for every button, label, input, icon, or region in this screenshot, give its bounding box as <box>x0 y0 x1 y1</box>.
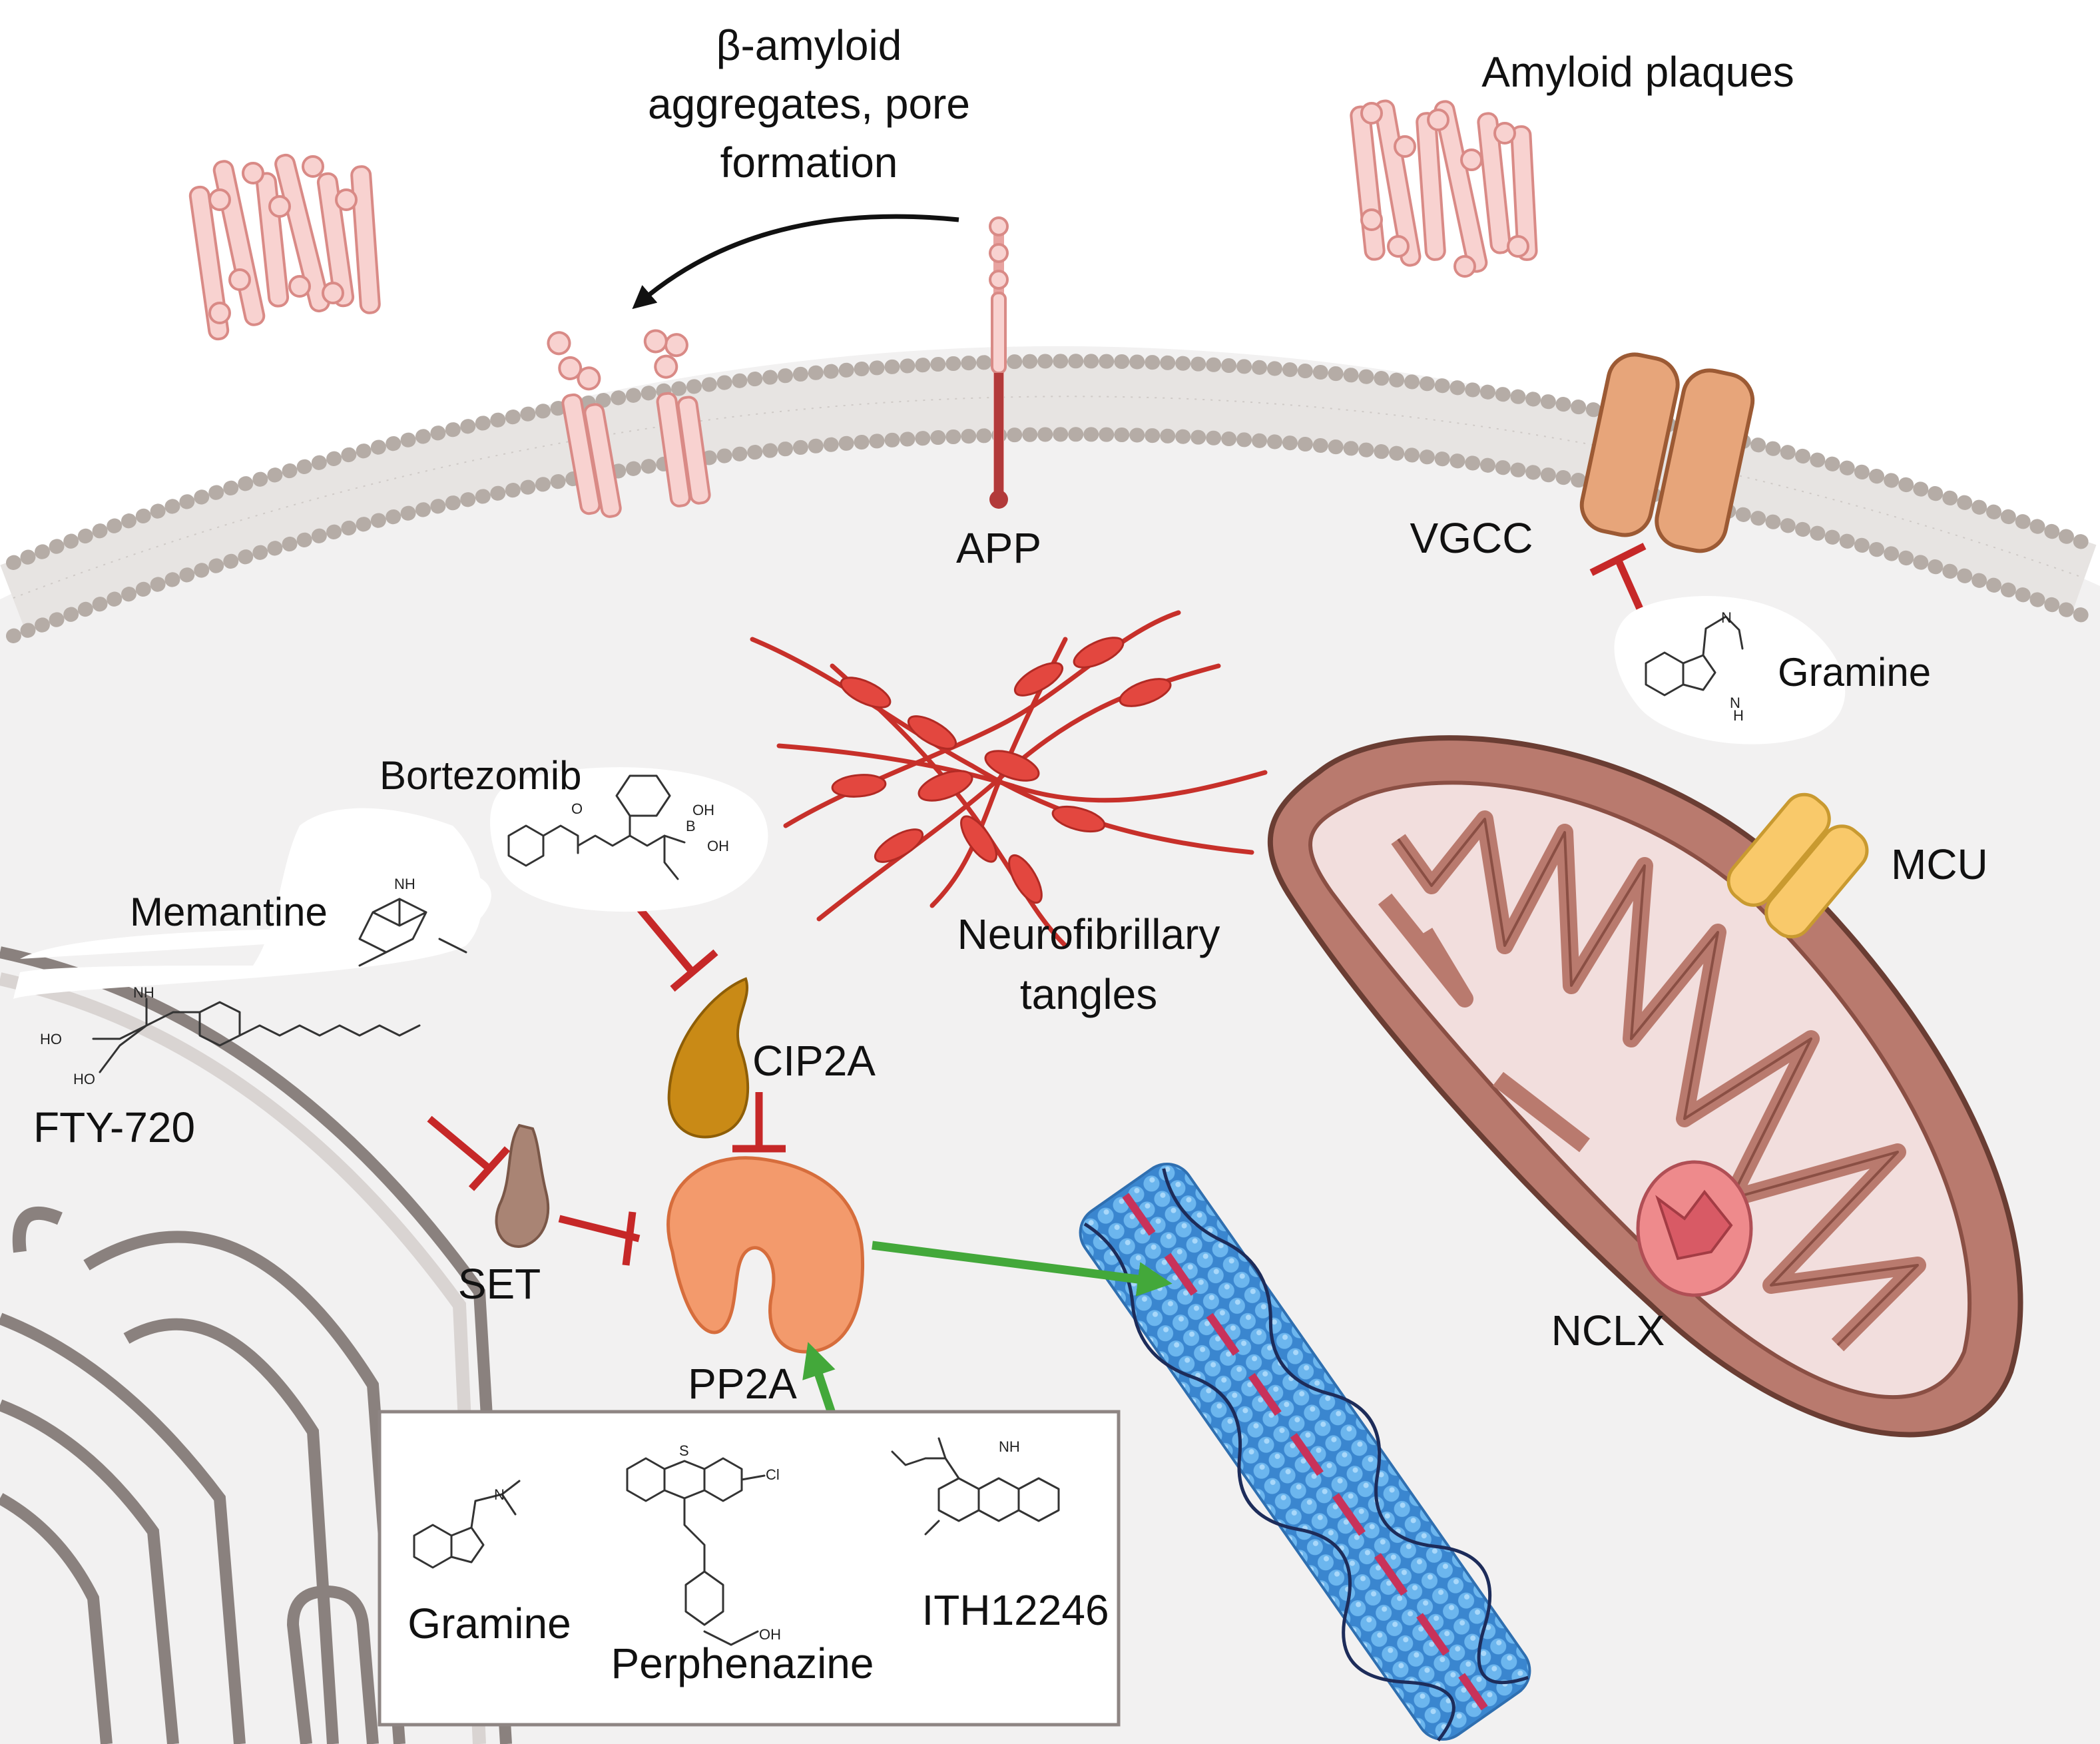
amyloid-pore <box>547 329 711 518</box>
amyloid-aggregates-line3: formation <box>720 139 898 186</box>
box-perphenazine-label: Perphenazine <box>611 1639 874 1687</box>
cip2a-label: CIP2A <box>752 1037 876 1085</box>
fty720-ho2: HO <box>73 1071 95 1087</box>
mcu-channel <box>1726 792 1869 939</box>
neurofibrillary-line1: Neurofibrillary <box>957 910 1220 958</box>
cell-cytoplasm <box>0 346 2100 1744</box>
neurofibrillary-line2: tangles <box>1020 970 1157 1018</box>
fty720-label: FTY-720 <box>33 1103 195 1151</box>
amyloid-aggregates-line1: β-amyloid <box>716 21 902 69</box>
bortezomib-o-atom: O <box>571 800 583 817</box>
vgcc-channel <box>1579 352 1755 553</box>
gramine-vgcc-label: Gramine <box>1778 650 1931 695</box>
set-label: SET <box>458 1260 541 1308</box>
bortezomib-label: Bortezomib <box>380 753 581 798</box>
gramine-nh-atom: N <box>1730 695 1740 711</box>
perphenazine-cl: Cl <box>766 1466 780 1483</box>
compound-backgrounds <box>13 596 1846 999</box>
pp2a-enzyme <box>666 1156 865 1354</box>
set-protein <box>495 1123 550 1248</box>
mitochondrion <box>1267 735 2023 1438</box>
microtubule <box>1079 1163 1531 1742</box>
tangle-beads <box>831 637 1172 904</box>
memantine-nh2: NH <box>394 876 415 892</box>
bortezomib-oh2: OH <box>707 838 729 854</box>
gramine-structure-vgcc: N N H <box>1645 609 1744 724</box>
mcu-label: MCU <box>1891 840 1988 888</box>
nclx-label: NCLX <box>1551 1307 1665 1354</box>
nclx-exchanger <box>1636 1160 1753 1297</box>
activators-box: N S Cl OH NH <box>378 1410 1121 1727</box>
fty720-ho1: HO <box>40 1031 62 1047</box>
amyloid-plaques-cluster <box>1350 99 1538 278</box>
bortezomib-oh1: OH <box>692 802 714 818</box>
amyloid-aggregates-line2: aggregates, pore <box>648 80 970 128</box>
bortezomib-structure: B OH OH O <box>507 774 729 880</box>
diagram-labels: β-amyloid aggregates, pore formation Amy… <box>33 21 1988 1687</box>
box-gramine-n: N <box>494 1486 505 1503</box>
perphenazine-s: S <box>679 1442 689 1459</box>
fty720-structure: HO HO NH <box>40 984 421 1087</box>
plasma-membrane <box>0 354 2097 643</box>
amyloid-curved-arrow <box>632 214 959 310</box>
memantine-label: Memantine <box>130 890 328 934</box>
perphenazine-oh: OH <box>759 1626 781 1643</box>
amyloid-plaques-label: Amyloid plaques <box>1481 48 1794 96</box>
amyloid-aggregate-cluster <box>188 153 381 341</box>
app-label: APP <box>956 524 1041 572</box>
memantine-structure: NH <box>358 876 467 967</box>
inhibition-arrows <box>427 543 1649 1266</box>
pp2a-label: PP2A <box>688 1360 797 1408</box>
app-protein <box>989 216 1009 509</box>
gramine-h-atom: H <box>1733 707 1744 724</box>
gramine-n-atom: N <box>1721 609 1732 626</box>
bortezomib-b-atom: B <box>686 818 696 834</box>
cip2a-protein <box>667 977 750 1139</box>
fty720-nh2: NH <box>133 984 154 1001</box>
box-gramine-label: Gramine <box>407 1599 571 1647</box>
box-ith-label: ITH12246 <box>921 1586 1109 1634</box>
ith-nh2: NH <box>999 1438 1020 1455</box>
vgcc-label: VGCC <box>1410 514 1533 562</box>
